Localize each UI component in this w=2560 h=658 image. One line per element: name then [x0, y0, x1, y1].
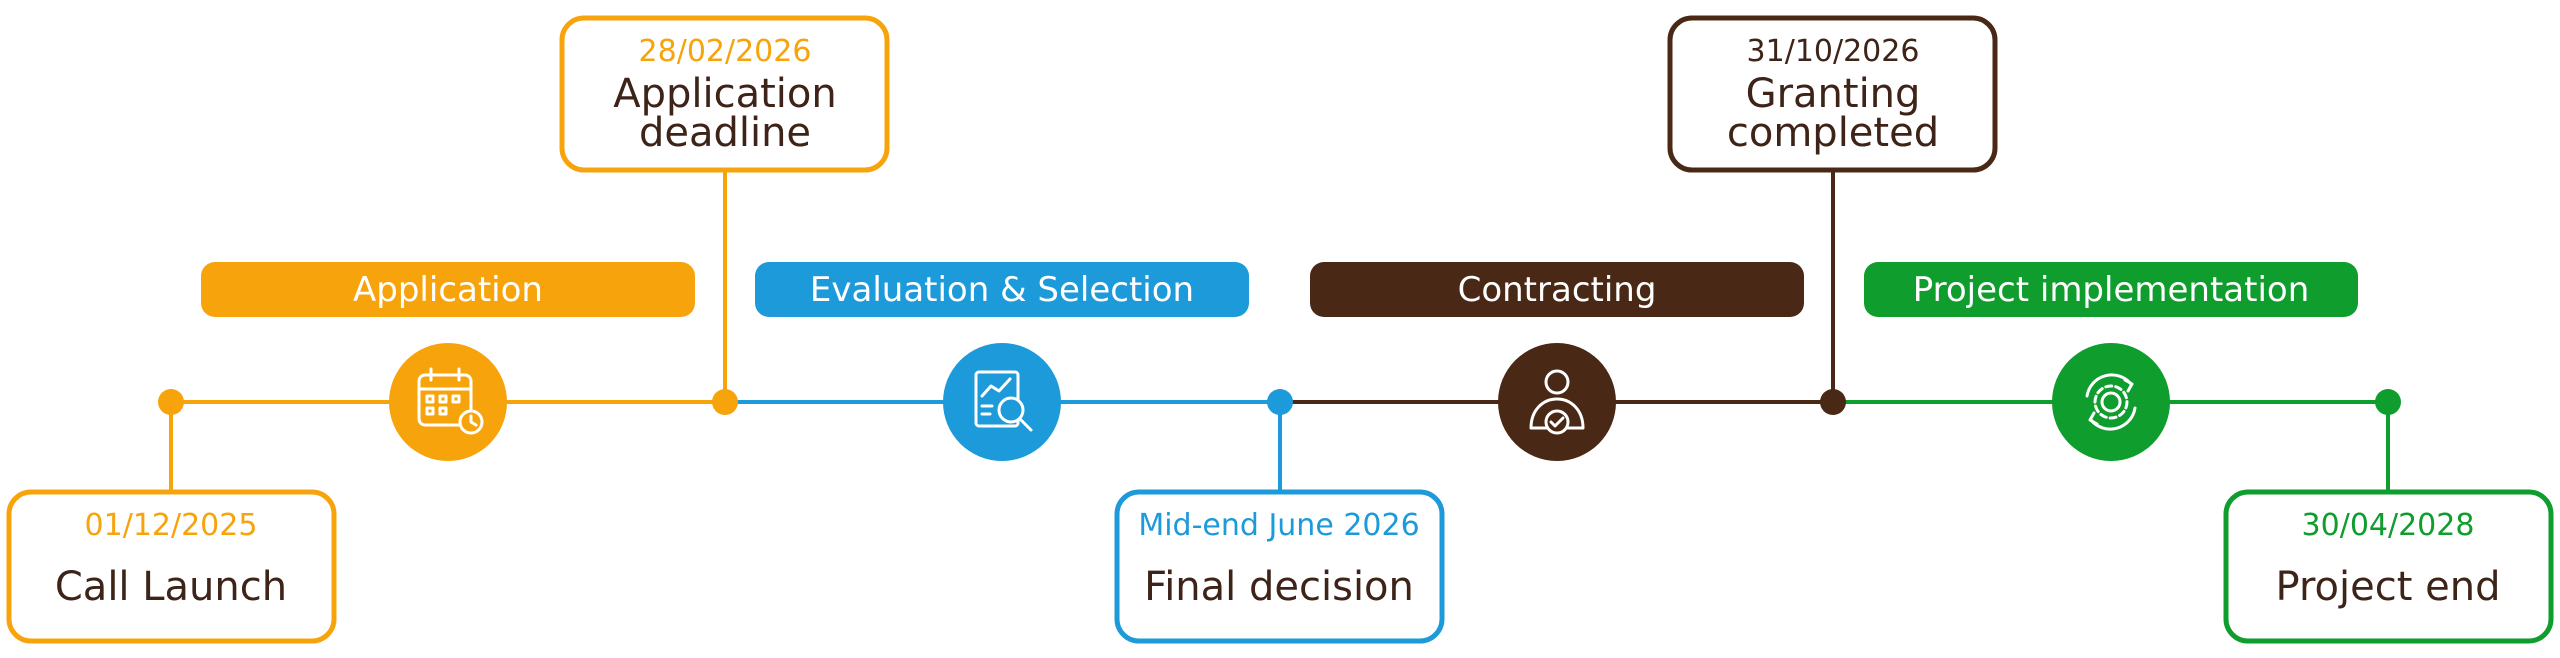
- milestone-date: 30/04/2028: [2302, 508, 2475, 543]
- gear-cycle-icon: [2085, 373, 2137, 431]
- milestone-date: Mid-end June 2026: [1138, 508, 1419, 543]
- milestone-date: 01/12/2025: [85, 508, 258, 543]
- milestone-date: 31/10/2026: [1747, 34, 1920, 69]
- phase-pill-application: Application: [201, 262, 695, 317]
- milestone-dot-granting-completed: [1820, 389, 1846, 415]
- milestone-dot-call-launch: [158, 389, 184, 415]
- milestone-title-line-2: completed: [1727, 110, 1939, 156]
- milestone-title: Project end: [2276, 564, 2501, 610]
- milestone-title-line-1: Granting: [1746, 71, 1921, 117]
- phase-icon-evaluation: [943, 343, 1061, 461]
- milestone-project-end: 30/04/2028 Project end: [2223, 489, 2554, 644]
- person-check-icon: [1529, 369, 1585, 435]
- phase-label-implementation: Project implementation: [1913, 270, 2310, 310]
- milestone-dot-application-deadline: [712, 389, 738, 415]
- phase-pill-evaluation: Evaluation & Selection: [755, 262, 1249, 317]
- phase-label-application: Application: [353, 270, 543, 310]
- phase-pill-contracting: Contracting: [1310, 262, 1804, 317]
- phase-pill-implementation: Project implementation: [1864, 262, 2358, 317]
- calendar-clock-icon: [417, 367, 484, 435]
- milestone-dot-final-decision: [1267, 389, 1293, 415]
- phase-icon-implementation: [2052, 343, 2170, 461]
- milestone-title-line-2: deadline: [639, 110, 811, 156]
- milestone-date: 28/02/2026: [639, 34, 812, 69]
- milestone-call-launch: 01/12/2025 Call Launch: [6, 489, 337, 644]
- phase-label-contracting: Contracting: [1458, 270, 1657, 310]
- milestone-application-deadline: 28/02/2026 Application deadline: [559, 15, 890, 173]
- milestone-title-line-1: Application: [613, 71, 837, 117]
- phase-label-evaluation: Evaluation & Selection: [810, 270, 1194, 310]
- milestone-final-decision: Mid-end June 2026 Final decision: [1114, 489, 1445, 644]
- phase-icon-contracting: [1498, 343, 1616, 461]
- document-magnifier-icon: [974, 370, 1033, 432]
- milestone-dot-project-end: [2375, 389, 2401, 415]
- milestone-granting-completed: 31/10/2026 Granting completed: [1667, 15, 1998, 173]
- milestone-title: Call Launch: [55, 564, 287, 610]
- milestone-title: Final decision: [1144, 564, 1414, 610]
- phase-icon-application: [389, 343, 507, 461]
